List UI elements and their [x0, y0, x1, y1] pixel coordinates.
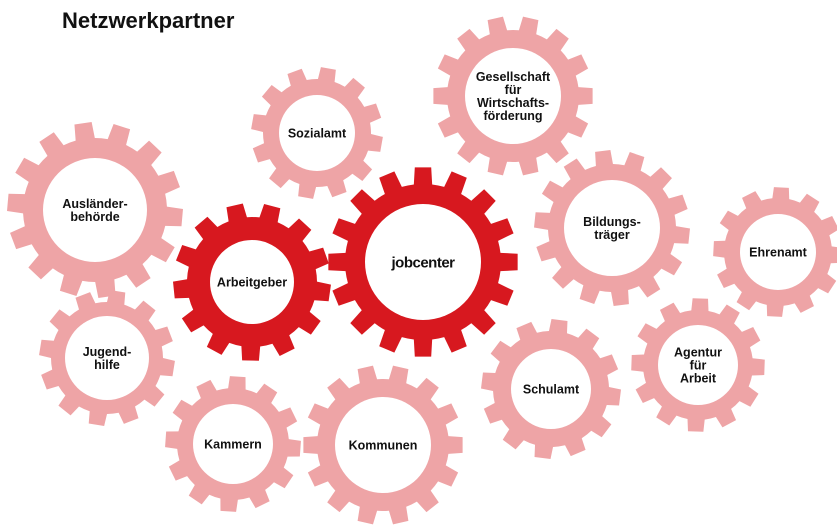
- gear-hub-kommunen: [335, 397, 431, 493]
- gear-kammern: Kammern: [165, 376, 301, 512]
- gear-hub-bildungstraeger: [564, 180, 660, 276]
- gear-label-agentur: Arbeit: [680, 372, 717, 386]
- gear-jugendhilfe: Jugend-hilfe: [39, 290, 175, 426]
- gear-label-gesellschaft: Gesellschaft: [476, 70, 551, 84]
- gear-hub-arbeitgeber: [210, 240, 294, 324]
- gear-label-agentur: für: [690, 359, 707, 373]
- gear-label-sozialamt: Sozialamt: [288, 127, 347, 141]
- gear-jobcenter: jobcenter: [328, 167, 518, 357]
- gear-bildungstraeger: Bildungs-träger: [534, 150, 690, 306]
- gear-hub-jobcenter: [365, 204, 481, 320]
- gear-label-ehrenamt: Ehrenamt: [749, 246, 807, 260]
- gear-kommunen: Kommunen: [303, 365, 463, 525]
- gear-label-bildungstraeger: Bildungs-: [583, 215, 641, 229]
- gear-label-bildungstraeger: träger: [594, 228, 630, 242]
- gear-label-auslaenderbehoerde: behörde: [70, 210, 119, 224]
- gear-schulamt: Schulamt: [481, 319, 621, 459]
- gear-auslaenderbehoerde: Ausländer-behörde: [7, 122, 183, 298]
- gear-label-schulamt: Schulamt: [523, 383, 580, 397]
- gear-hub-gesellschaft: [465, 48, 561, 144]
- gear-label-kommunen: Kommunen: [349, 439, 418, 453]
- gear-label-kammern: Kammern: [204, 438, 262, 452]
- gear-label-jugendhilfe: hilfe: [94, 358, 120, 372]
- gear-label-gesellschaft: Wirtschafts-: [477, 96, 549, 110]
- gear-label-gesellschaft: förderung: [483, 109, 542, 123]
- gear-hub-schulamt: [511, 349, 591, 429]
- gear-hub-agentur: [658, 325, 738, 405]
- gear-label-jugendhilfe: Jugend-: [83, 345, 132, 359]
- gear-label-gesellschaft: für: [505, 83, 522, 97]
- gear-hub-auslaenderbehoerde: [43, 158, 147, 262]
- gear-hub-ehrenamt: [740, 214, 816, 290]
- page-title: Netzwerkpartner: [62, 8, 235, 33]
- gear-arbeitgeber: Arbeitgeber: [173, 203, 331, 361]
- gear-label-agentur: Agentur: [674, 345, 722, 359]
- gear-label-jobcenter: jobcenter: [390, 254, 455, 271]
- gear-hub-sozialamt: [279, 95, 355, 171]
- gear-ehrenamt: Ehrenamt: [713, 187, 837, 317]
- gear-sozialamt: Sozialamt: [251, 67, 383, 199]
- gear-label-auslaenderbehoerde: Ausländer-: [62, 197, 127, 211]
- gear-label-arbeitgeber: Arbeitgeber: [217, 276, 287, 290]
- gear-hub-jugendhilfe: [65, 316, 149, 400]
- gear-hub-kammern: [193, 404, 273, 484]
